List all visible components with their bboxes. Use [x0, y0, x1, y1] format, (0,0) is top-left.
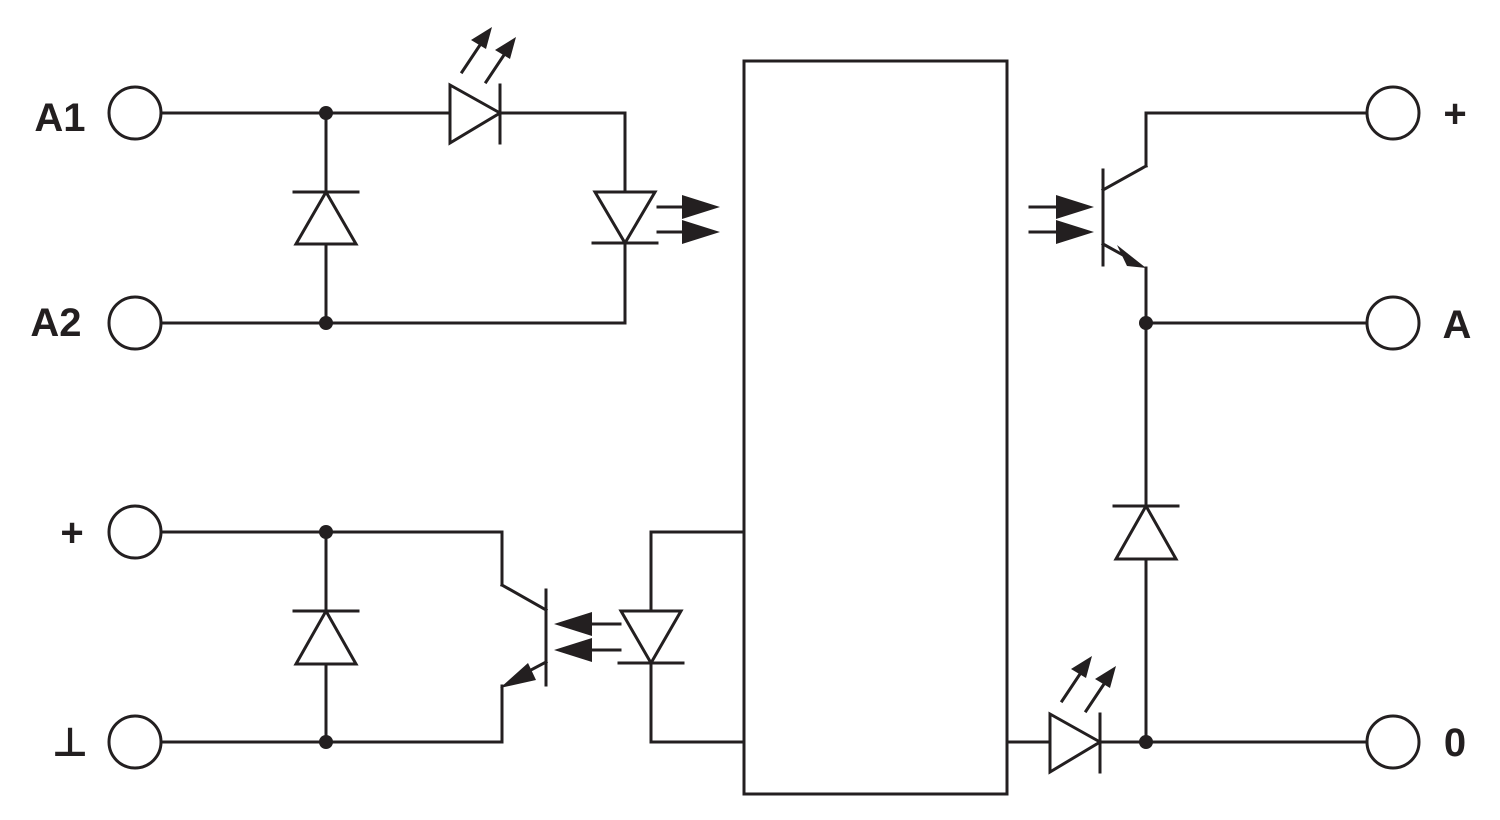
- terminal-label-supply-ground: ⊥: [52, 721, 89, 765]
- terminal-output-a: [1365, 295, 1421, 351]
- optocoupler-input-led: [591, 190, 659, 246]
- output-freewheel-diode: [1112, 502, 1180, 561]
- terminal-label-a1: A1: [34, 96, 85, 140]
- feedback-phototransistor: [500, 588, 549, 688]
- terminal-label-output-a: A: [1443, 303, 1472, 347]
- junction-output-a: [1139, 316, 1153, 330]
- terminal-supply-ground: [107, 714, 163, 770]
- input-protection-diode: [292, 188, 360, 246]
- control-block: [742, 59, 1009, 796]
- terminal-a1: [107, 85, 163, 141]
- feedback-light-arrows: [554, 612, 622, 662]
- feedback-led-wires: [649, 530, 746, 744]
- terminal-label-supply-plus: +: [60, 511, 83, 555]
- output-phototransistor: [1100, 168, 1146, 268]
- terminal-output-zero: [1365, 714, 1421, 770]
- supply-protection-diode: [292, 607, 360, 666]
- supply-circuit-wires: [159, 530, 549, 744]
- input-status-led: [448, 27, 516, 146]
- junction-supply-ground: [319, 735, 333, 749]
- terminal-label-output-plus: +: [1443, 92, 1466, 136]
- terminal-label-a2: A2: [30, 301, 81, 345]
- feedback-optocoupler-led: [617, 609, 685, 667]
- junction-a1: [319, 106, 333, 120]
- junction-a2: [319, 316, 333, 330]
- output-light-arrows: [1028, 195, 1094, 244]
- output-status-led: [1048, 656, 1116, 775]
- terminal-output-plus: [1365, 85, 1421, 141]
- junction-supply-plus: [319, 525, 333, 539]
- output-circuit-wires: [1005, 111, 1369, 744]
- terminal-label-output-zero: 0: [1444, 721, 1466, 765]
- optocoupler-input-light-arrows: [656, 195, 720, 244]
- junction-output-zero: [1139, 735, 1153, 749]
- terminal-a2: [107, 295, 163, 351]
- input-circuit-wires: [159, 111, 627, 325]
- terminal-supply-plus: [107, 504, 163, 560]
